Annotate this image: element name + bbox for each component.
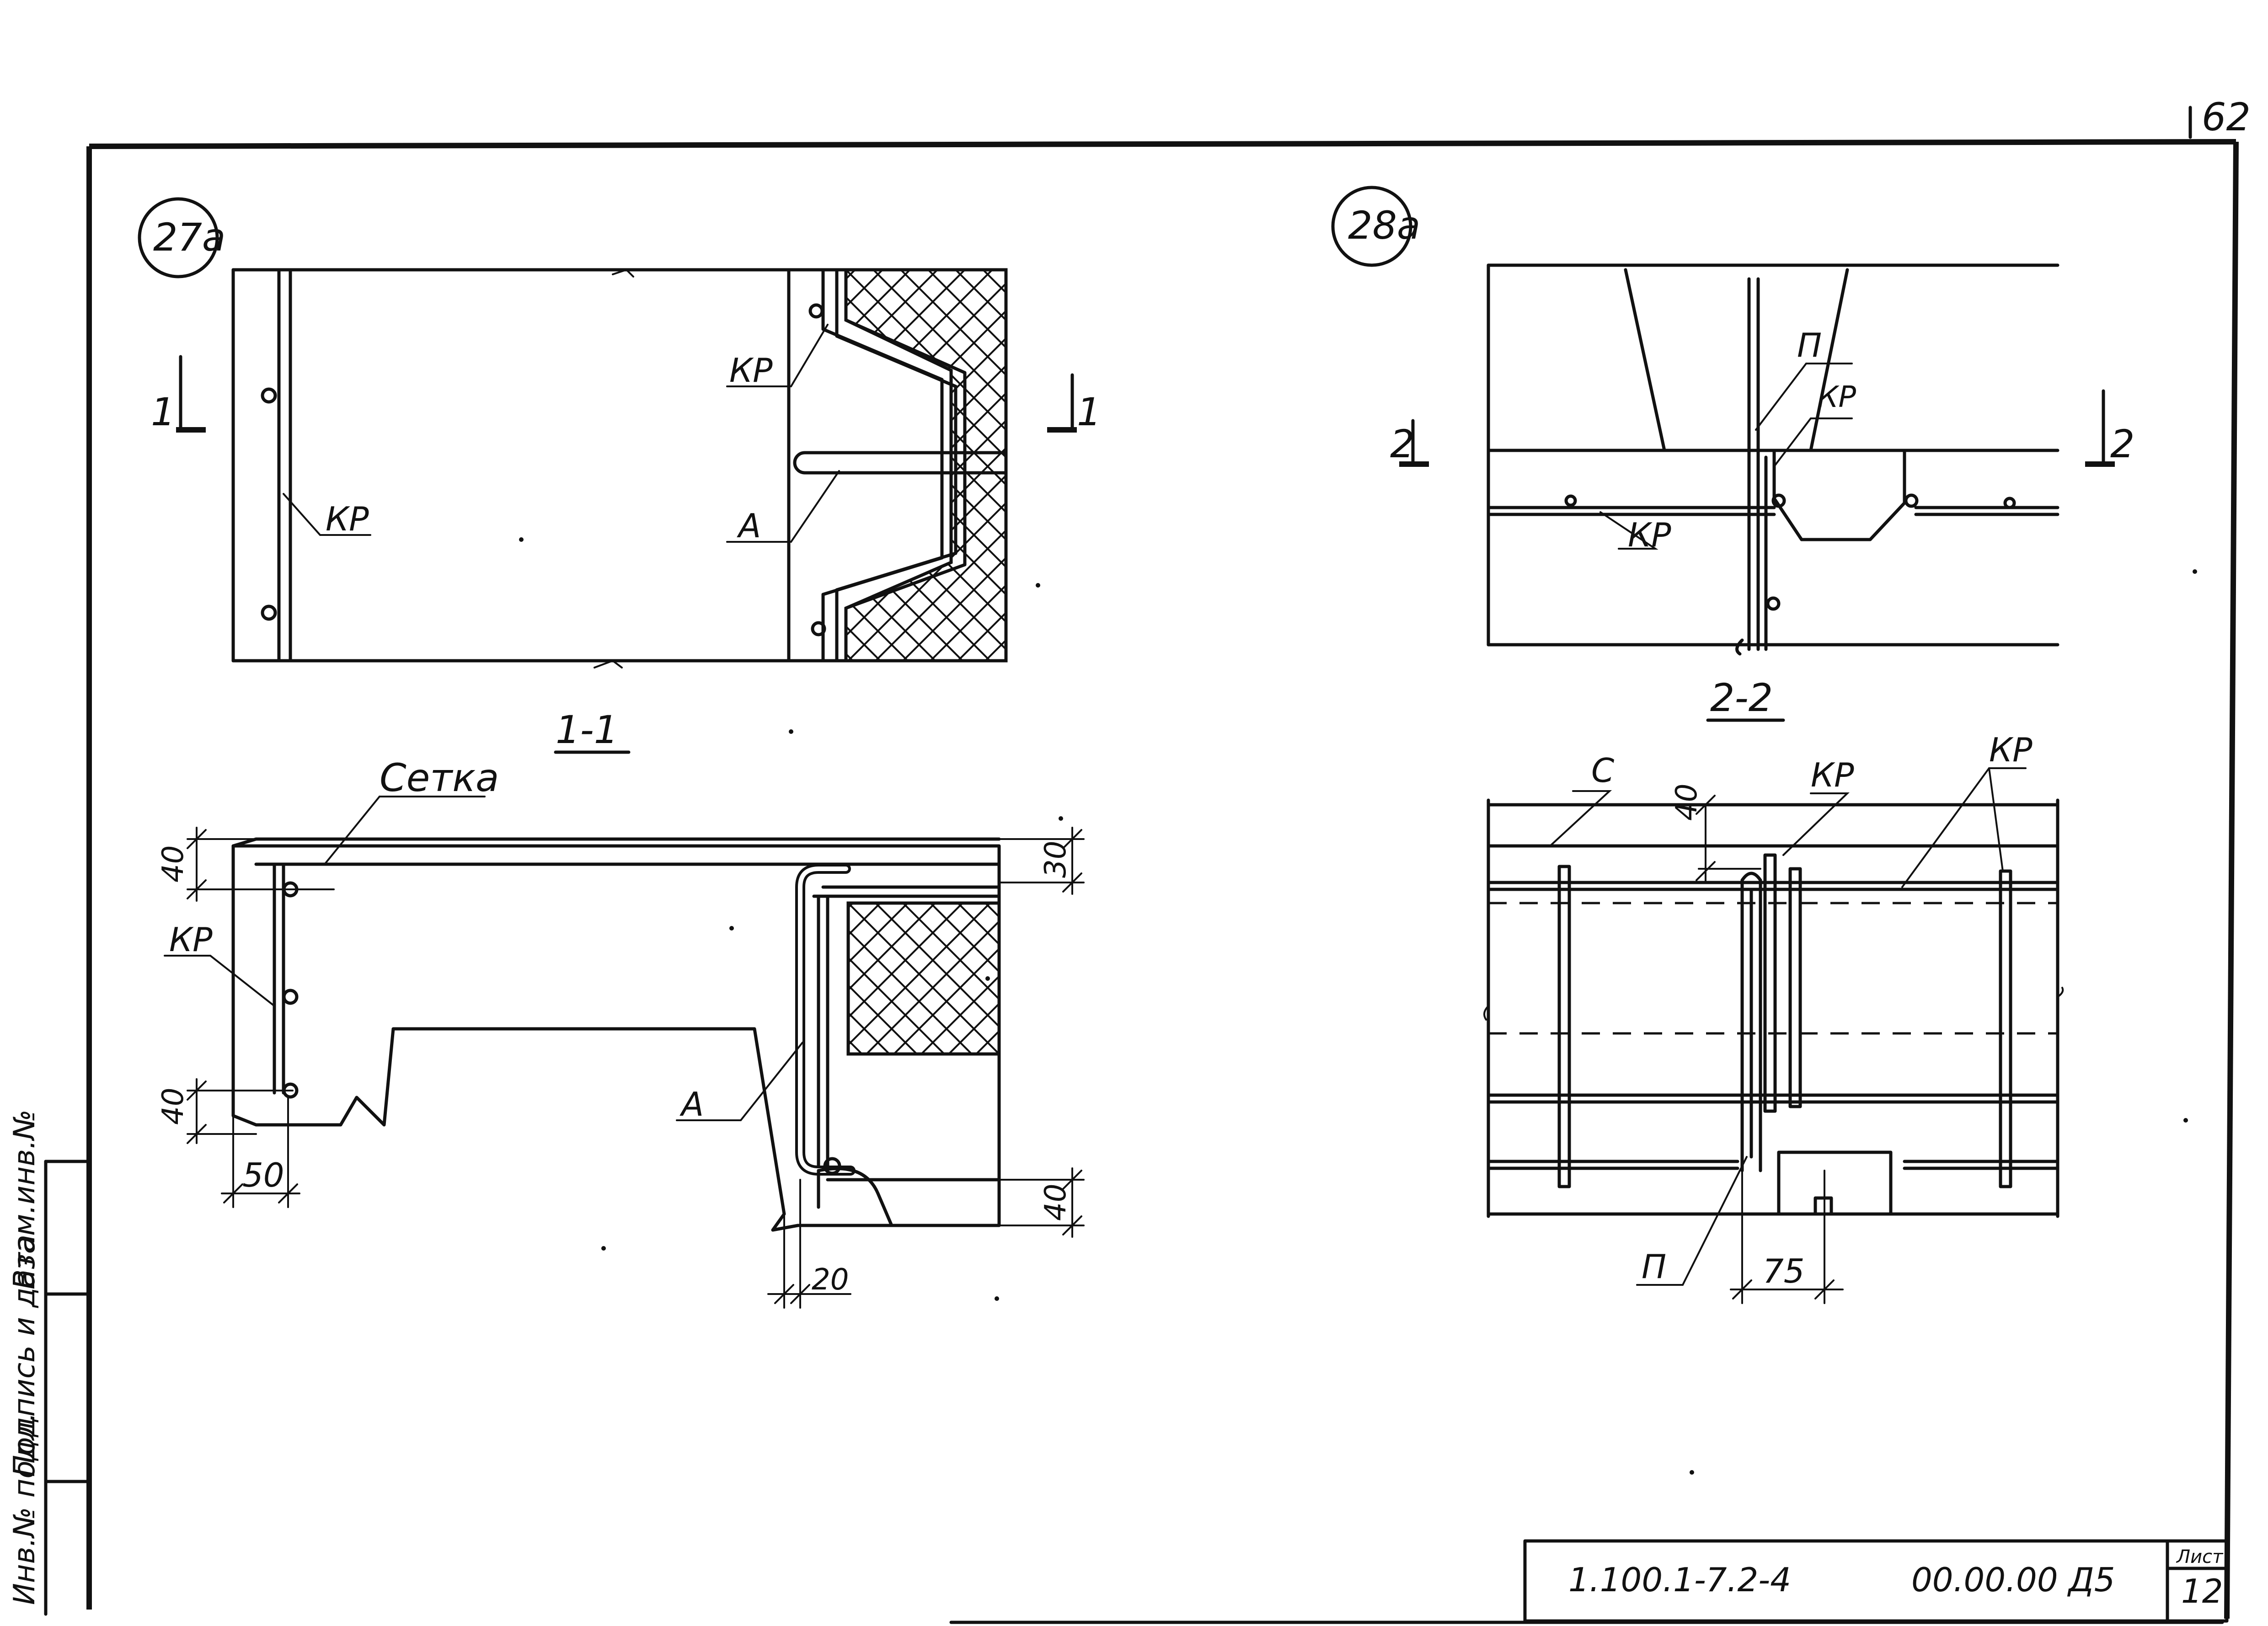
dim-20: 20 [812, 1263, 849, 1297]
side-stamp: Инв.№ подл. Подпись и дата Взам.инв.№ [8, 1109, 91, 1616]
drawing-code: 00.00.00 Д5 [1911, 1561, 2115, 1599]
label-c: С [1591, 751, 1615, 790]
dim-40-bottom: 40 [156, 1088, 190, 1125]
section-mark-2-left: 2 [1390, 422, 1414, 466]
dim-40-right: 40 [1039, 1184, 1073, 1221]
doc-code: 1.100.1-7.2-4 [1568, 1561, 1791, 1599]
label-p-2-2: П [1642, 1247, 1666, 1286]
label-a-1-1: А [679, 1085, 704, 1123]
dim-40-top: 40 [156, 845, 190, 883]
sheet-label: Лист [2176, 1546, 2224, 1567]
detail-28a [1331, 186, 2115, 656]
sheet-number: 12 [2181, 1572, 2223, 1610]
label-kr-upper-28a: КР [1818, 380, 1856, 414]
label-setka: Сетка [380, 755, 499, 800]
callout-27a: 27a [153, 215, 225, 260]
callout-28a: 28a [1348, 203, 1420, 248]
dim-40-2-2: 40 [1670, 784, 1704, 821]
stray-dots [519, 537, 2197, 1475]
replace-label: Взам.инв.№ [8, 1109, 42, 1289]
title-block [1523, 1539, 2229, 1623]
inv-label: Инв.№ подл. [8, 1412, 42, 1605]
label-p-28a: П [1797, 326, 1822, 364]
dim-50: 50 [242, 1156, 284, 1194]
section-mark-1-left: 1 [151, 390, 175, 434]
section-1-1-title: 1-1 [556, 707, 618, 752]
label-kr-mid-2-2: КР [1811, 756, 1854, 794]
label-kr-lower-28a: КР [1628, 516, 1671, 554]
label-a-27a: А [737, 507, 761, 545]
section-mark-1-right: 1 [1077, 390, 1101, 434]
section-2-2 [1483, 718, 2064, 1304]
detail-27a [138, 197, 1077, 669]
section-1-1 [164, 750, 1085, 1309]
label-kr-top-27a: КР [729, 351, 773, 390]
label-kr-right-2-2: КР [1989, 731, 2033, 769]
section-2-2-title: 2-2 [1710, 675, 1773, 720]
sign-label: Подпись и дата [8, 1235, 42, 1477]
dim-30: 30 [1039, 841, 1073, 878]
label-kr-left-27a: КР [326, 500, 369, 538]
section-mark-2-right: 2 [2110, 422, 2134, 466]
dim-75: 75 [1763, 1252, 1805, 1290]
label-kr-1-1: КР [169, 920, 213, 959]
page-number: 62 [2202, 95, 2251, 139]
